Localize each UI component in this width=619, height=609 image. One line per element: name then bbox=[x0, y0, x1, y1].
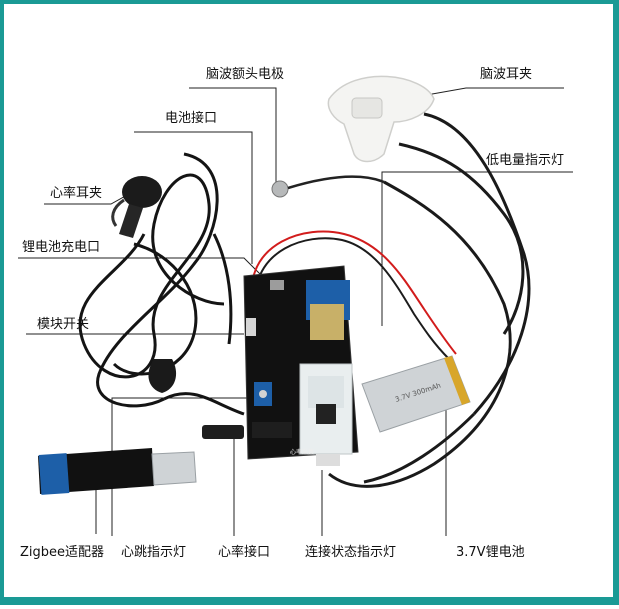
leader-charging-port bbox=[18, 257, 267, 281]
leader-eeg-forehead bbox=[189, 87, 277, 184]
leader-hr-ear-clip bbox=[44, 193, 130, 205]
label-battery-37v: 3.7V锂电池 bbox=[456, 545, 525, 560]
label-low-battery-led: 低电量指示灯 bbox=[486, 153, 565, 168]
label-battery-port: 电池接口 bbox=[165, 111, 218, 126]
zigbee-usb-adapter bbox=[38, 448, 197, 495]
charging-port bbox=[270, 280, 284, 290]
zigbee-chip bbox=[316, 404, 336, 424]
module-switch-part bbox=[246, 318, 256, 336]
label-heart-rate-port: 心率接口 bbox=[218, 545, 271, 560]
heart-rate-ear-clip bbox=[111, 176, 162, 238]
eeg-ear-clip bbox=[327, 75, 531, 416]
eeg-cables bbox=[328, 180, 512, 488]
leader-low-battery bbox=[381, 171, 573, 326]
rf-module bbox=[310, 304, 344, 340]
hr-audio-jack bbox=[252, 422, 292, 438]
heart-rate-jack bbox=[148, 359, 244, 439]
label-eeg-forehead-electrode: 脑波额头电极 bbox=[206, 67, 285, 82]
label-eeg-ear-clip: 脑波耳夹 bbox=[480, 67, 533, 82]
main-pcb: 心率采集 bbox=[243, 265, 359, 466]
label-heart-rate-ear-clip: 心率耳夹 bbox=[50, 186, 103, 201]
label-zigbee-adapter: Zigbee适配器 bbox=[20, 545, 105, 560]
leader-battery-port bbox=[134, 131, 253, 264]
board-silkscreen: 心率采集 bbox=[290, 448, 314, 456]
lithium-battery: 3.7V 300mAh bbox=[361, 355, 471, 433]
label-connection-status-led: 连接状态指示灯 bbox=[305, 545, 397, 560]
label-lithium-charging-port: 锂电池充电口 bbox=[22, 240, 101, 255]
eeg-forehead-electrode bbox=[271, 175, 385, 198]
label-module-switch: 模块开关 bbox=[37, 317, 90, 332]
product-photo: 3.7V 300mAh 心率采集 bbox=[18, 75, 573, 536]
callout-lines bbox=[18, 87, 573, 536]
label-heartbeat-led: 心跳指示灯 bbox=[121, 545, 187, 560]
battery-wires bbox=[250, 230, 457, 360]
heart-rate-cable bbox=[78, 152, 245, 416]
